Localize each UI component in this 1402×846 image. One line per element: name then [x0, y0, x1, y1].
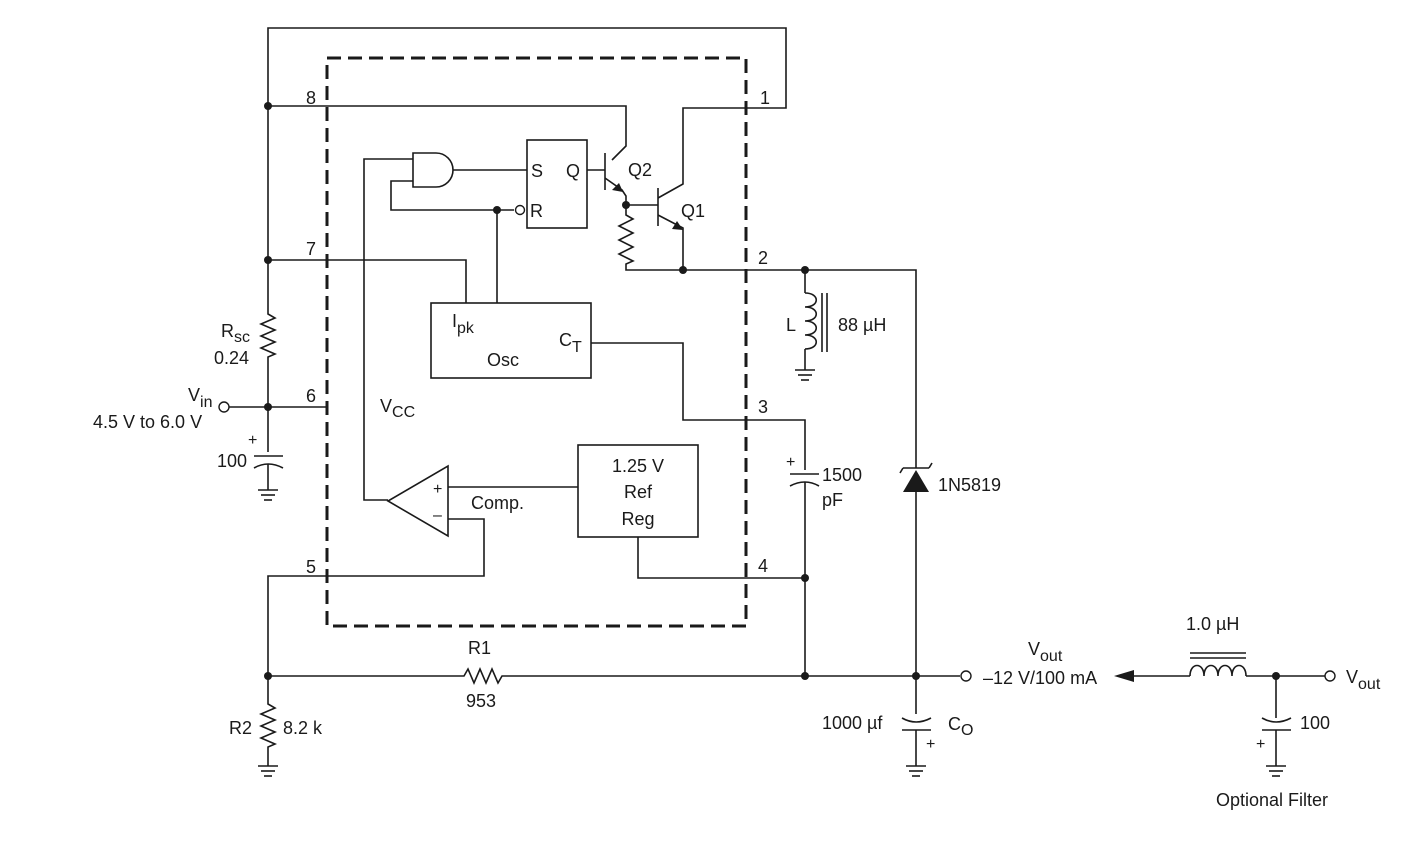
ic-boundary: [325, 56, 748, 628]
pin-4-label: 4: [758, 556, 768, 576]
resistor-rsc: [258, 308, 278, 360]
vin-label: Vin: [188, 385, 212, 411]
cin-plus: +: [248, 432, 257, 449]
q1-collector: [657, 107, 746, 199]
q2-arrow: [612, 183, 623, 192]
filter-vout-terminal: [1324, 670, 1336, 682]
ref-line1: 1.25 V: [612, 456, 664, 476]
q1-emitter: [657, 214, 684, 270]
wire-top-loop: [267, 27, 787, 109]
diode-label: 1N5819: [938, 475, 1001, 495]
pin-8-label: 8: [306, 88, 316, 108]
resistor-r1: [460, 666, 506, 686]
ref-line2: Ref: [624, 482, 653, 502]
r1-name: R1: [468, 638, 491, 658]
q2-emitter: [604, 177, 627, 205]
q2-label: Q2: [628, 160, 652, 180]
ff-q-label: Q: [566, 161, 580, 181]
filter-inductor: [1189, 664, 1247, 677]
comp-label: Comp.: [471, 493, 524, 513]
ff-r-label: R: [530, 201, 543, 221]
and-gate: [412, 152, 454, 188]
diode-tick-l: [899, 467, 904, 474]
filter-caption: Optional Filter: [1216, 790, 1328, 810]
filter-cap-plus: +: [1256, 736, 1265, 753]
filter-cap-top: [1261, 717, 1292, 723]
junction-dot: [264, 256, 272, 264]
junction-dot: [493, 206, 501, 214]
rsc-label: Rsc: [221, 321, 250, 346]
r1-value: 953: [466, 691, 496, 711]
pin-1-label: 1: [760, 88, 770, 108]
flipflop: [526, 139, 588, 229]
wire-pin7: [268, 259, 467, 303]
vout-spec: –12 V/100 mA: [983, 668, 1097, 688]
q1-label: Q1: [681, 201, 705, 221]
r2-name: R2: [229, 718, 252, 738]
pin-3-label: 3: [758, 397, 768, 417]
pin-7-label: 7: [306, 239, 316, 259]
inductor-l: [804, 292, 818, 350]
rsc-value: 0.24: [214, 348, 249, 368]
inductor-l-letter: L: [786, 315, 796, 335]
cap1500-plus: +: [786, 454, 795, 471]
junction-dot: [801, 266, 809, 274]
q1-arrow: [672, 221, 683, 230]
cap1500-line2: pF: [822, 490, 843, 510]
junction-dot: [264, 403, 272, 411]
diode-1n5819: [903, 470, 929, 492]
wire-comp-minus: [267, 518, 485, 676]
comp-minus: –: [433, 507, 442, 524]
vin-range: 4.5 V to 6.0 V: [93, 412, 202, 432]
cin-value: 100: [217, 451, 247, 471]
resistor-base: [617, 205, 683, 271]
junction-dot: [1272, 672, 1280, 680]
junction-dot: [622, 201, 630, 209]
co-plate-top: [901, 717, 932, 723]
wire-pin4: [637, 537, 805, 579]
wire-ct: [591, 342, 806, 470]
comparator: [386, 464, 449, 538]
pin-6-label: 6: [306, 386, 316, 406]
filter-vout-label: Vout: [1346, 667, 1381, 693]
junction-dot: [801, 574, 809, 582]
filter-cap-value: 100: [1300, 713, 1330, 733]
filter-inductor-value: 1.0 µH: [1186, 614, 1239, 634]
wire-and-in-bot: [390, 180, 514, 211]
inductor-l-value: 88 µH: [838, 315, 886, 335]
osc-label: Osc: [487, 350, 519, 370]
junction-dot: [912, 672, 920, 680]
ipk-label: Ipk: [452, 311, 475, 337]
vin-terminal: [218, 401, 230, 413]
diode-tick-r: [928, 462, 933, 469]
junction-dot: [264, 672, 272, 680]
pin-2-label: 2: [758, 248, 768, 268]
oscillator-block: [430, 302, 592, 379]
co-value: 1000 µf: [822, 713, 883, 733]
wire-pin2: [683, 269, 917, 468]
cap1500-line1: 1500: [822, 465, 862, 485]
ff-s-label: S: [531, 161, 543, 181]
co-plus: +: [926, 736, 935, 753]
comp-plus: +: [433, 481, 442, 498]
vout-label: Vout: [1028, 639, 1063, 665]
vcc-label: VCC: [380, 396, 415, 421]
ref-line3: Reg: [621, 509, 654, 529]
junction-dot: [801, 672, 809, 680]
ct-label: CT: [559, 330, 582, 356]
vout-arrow: [1114, 670, 1134, 682]
reset-bubble: [514, 204, 526, 216]
junction-dot: [679, 266, 687, 274]
wire-pin8: [268, 105, 627, 161]
wire-and-in-top: [363, 158, 413, 501]
vout-terminal: [960, 670, 972, 682]
co-label: CO: [948, 714, 973, 739]
junction-dot: [264, 102, 272, 110]
pin-5-label: 5: [306, 557, 316, 577]
resistor-r2: [258, 676, 278, 766]
r2-value: 8.2 k: [283, 718, 323, 738]
